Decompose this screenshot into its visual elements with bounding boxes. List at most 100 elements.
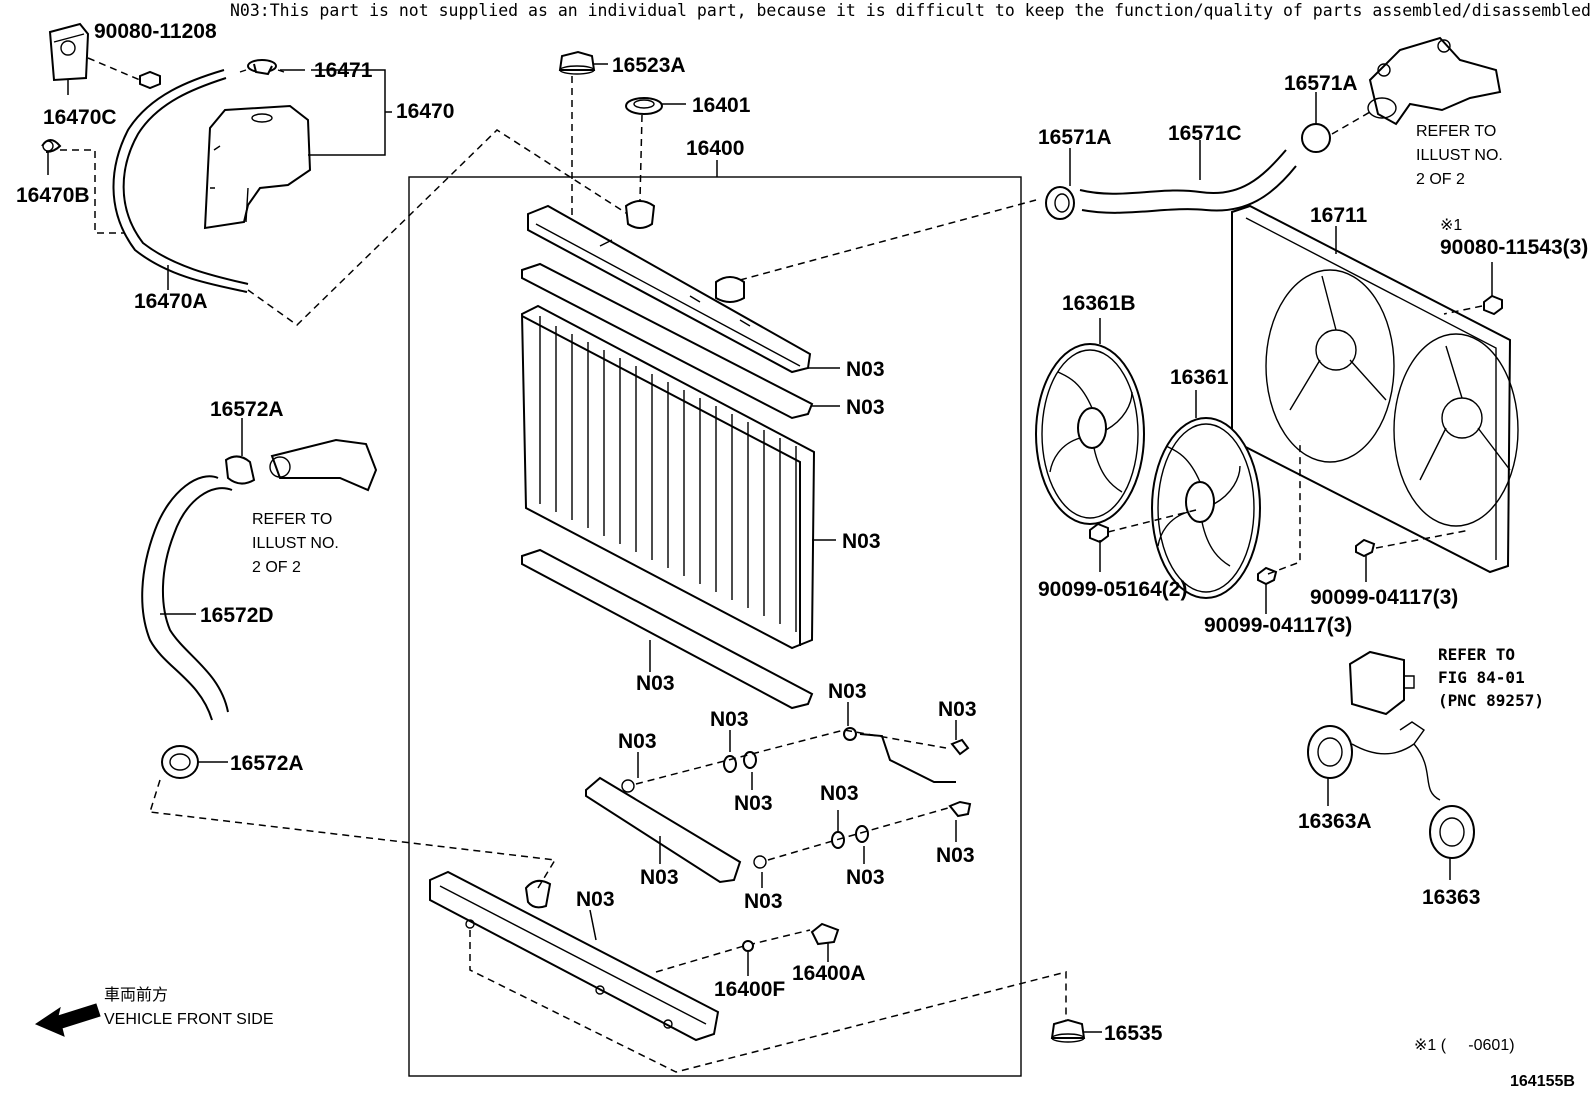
footnote: ※1 ( -0601): [1414, 1037, 1515, 1054]
vehicle-front-arrow: [34, 1003, 101, 1037]
fan-16361: [1151, 417, 1261, 599]
label-90099-04117-a: 90099-04117(3): [1204, 614, 1352, 637]
label-16363A: 16363A: [1298, 810, 1372, 833]
clamp-16571A-right: [1301, 123, 1331, 153]
fan-16361B: [1035, 343, 1145, 525]
refer-illust-left: REFER TO ILLUST NO. 2 OF 2: [252, 511, 339, 576]
radiator-assembly-box: [408, 176, 1022, 1077]
dash-reservoir-radiator: [247, 129, 641, 326]
dash-upper-outlet: [739, 199, 1037, 281]
label-16523A: 16523A: [612, 54, 686, 77]
label-16572A-top: 16572A: [210, 398, 284, 421]
label-16400: 16400: [686, 137, 744, 160]
label-16470A: 16470A: [134, 290, 208, 313]
upper-gasket: [521, 262, 814, 420]
lower-tank: [429, 870, 720, 1042]
dash-cooler-1: [635, 729, 947, 785]
radiator-core: [520, 304, 816, 650]
label-16400F: 16400F: [714, 978, 785, 1001]
oil-cooler-tube: [585, 776, 767, 884]
label-90099-04117-b: 90099-04117(3): [1310, 586, 1458, 609]
label-90099-05164: 90099-05164(2): [1038, 578, 1187, 601]
label-16471: 16471: [314, 59, 373, 82]
refer-fig-line1: REFER TO: [1438, 645, 1515, 664]
label-n03-5: N03: [618, 730, 657, 753]
label-n03-3: N03: [842, 530, 881, 553]
label-16571C: 16571C: [1168, 122, 1242, 145]
label-n03-8: N03: [828, 680, 867, 703]
dash-16470c: [87, 57, 141, 81]
dash-lower-outlet: [149, 811, 557, 889]
reservoir-cap-16471: [239, 59, 285, 76]
refer-left-line3: 2 OF 2: [252, 559, 301, 576]
dash-cooler-2: [767, 807, 949, 861]
fan-motor-16363: [1429, 805, 1475, 859]
label-16572A-bottom: 16572A: [230, 752, 304, 775]
label-90080-11543: 90080-11543(3): [1440, 236, 1588, 259]
clamp-16572A-bottom: [161, 745, 199, 779]
refer-fig-line2: FIG 84-01: [1438, 668, 1525, 687]
label-n03-7: N03: [734, 792, 773, 815]
label-n03-11: N03: [846, 866, 885, 889]
vehicle-front-jp: 車両前方: [104, 986, 168, 1004]
label-16361: 16361: [1170, 366, 1229, 389]
label-16401: 16401: [692, 94, 751, 117]
refer-right-line3: 2 OF 2: [1416, 171, 1465, 188]
dash-nut-fan: [1107, 509, 1197, 533]
label-n03-6: N03: [710, 708, 749, 731]
upper-tank: [527, 200, 812, 374]
label-16572D: 16572D: [200, 604, 274, 627]
bolt-90080-11543: [1483, 294, 1503, 316]
screw-90099-04117-a: [1257, 566, 1278, 586]
label-16535: 16535: [1104, 1022, 1163, 1045]
radiator-cap-16401: [625, 97, 663, 115]
hose-16470A: [112, 69, 249, 293]
relay-ref: [1348, 650, 1415, 716]
drain-oring-16400F: [742, 940, 754, 952]
hose-16571C: [1079, 149, 1297, 214]
label-n03-10: N03: [820, 782, 859, 805]
lower-gasket: [521, 548, 814, 710]
nut-90099-05164: [1089, 522, 1109, 544]
leader-n03-15: [589, 909, 597, 941]
refer-left-line1: REFER TO: [252, 511, 332, 528]
label-16361B: 16361B: [1062, 292, 1136, 315]
n03-note: N03:This part is not supplied as an indi…: [230, 1, 1591, 20]
refer-illust-right: REFER TO ILLUST NO. 2 OF 2: [1416, 123, 1503, 188]
figure-id: 164155B: [1510, 1073, 1575, 1090]
cushion-16535: [1050, 1018, 1086, 1043]
label-16400A: 16400A: [792, 962, 866, 985]
label-16571A-left: 16571A: [1038, 126, 1112, 149]
footnote-mark-top: ※1: [1440, 217, 1462, 234]
dash-drain: [655, 929, 811, 973]
bolt-90080-11208: [139, 70, 161, 90]
refer-fig: REFER TO FIG 84-01 (PNC 89257): [1438, 645, 1544, 710]
bracket-16470C: [48, 22, 90, 82]
drain-cock-16400A: [810, 922, 840, 946]
fan-shroud-16711: [1231, 204, 1519, 574]
fan-motor-16363A: [1307, 721, 1441, 801]
screw-90099-04117-b: [1355, 538, 1376, 558]
dash-16401: [639, 114, 643, 201]
dash-left-bottom: [149, 779, 161, 813]
label-16470B: 16470B: [16, 184, 90, 207]
dash-16470b: [60, 149, 125, 234]
label-16470: 16470: [396, 100, 454, 123]
clamp-16572A-top: [224, 455, 256, 485]
label-n03-14: N03: [744, 890, 783, 913]
washers: [723, 751, 869, 849]
refer-right-line2: ILLUST NO.: [1416, 147, 1503, 164]
vehicle-front-en: VEHICLE FRONT SIDE: [104, 1011, 274, 1028]
label-n03-4: N03: [636, 672, 675, 695]
refer-right-line1: REFER TO: [1416, 123, 1496, 140]
label-16571A-top: 16571A: [1284, 72, 1358, 95]
label-n03-9: N03: [938, 698, 977, 721]
dash-lower-bracket: [469, 930, 1067, 1073]
label-n03-13: N03: [640, 866, 679, 889]
label-16363: 16363: [1422, 886, 1480, 909]
fitting-right: [269, 438, 378, 492]
water-outlet-housing: [1367, 36, 1502, 126]
clamp-16571A-left: [1045, 186, 1075, 220]
clamp-16470B: [41, 139, 62, 153]
